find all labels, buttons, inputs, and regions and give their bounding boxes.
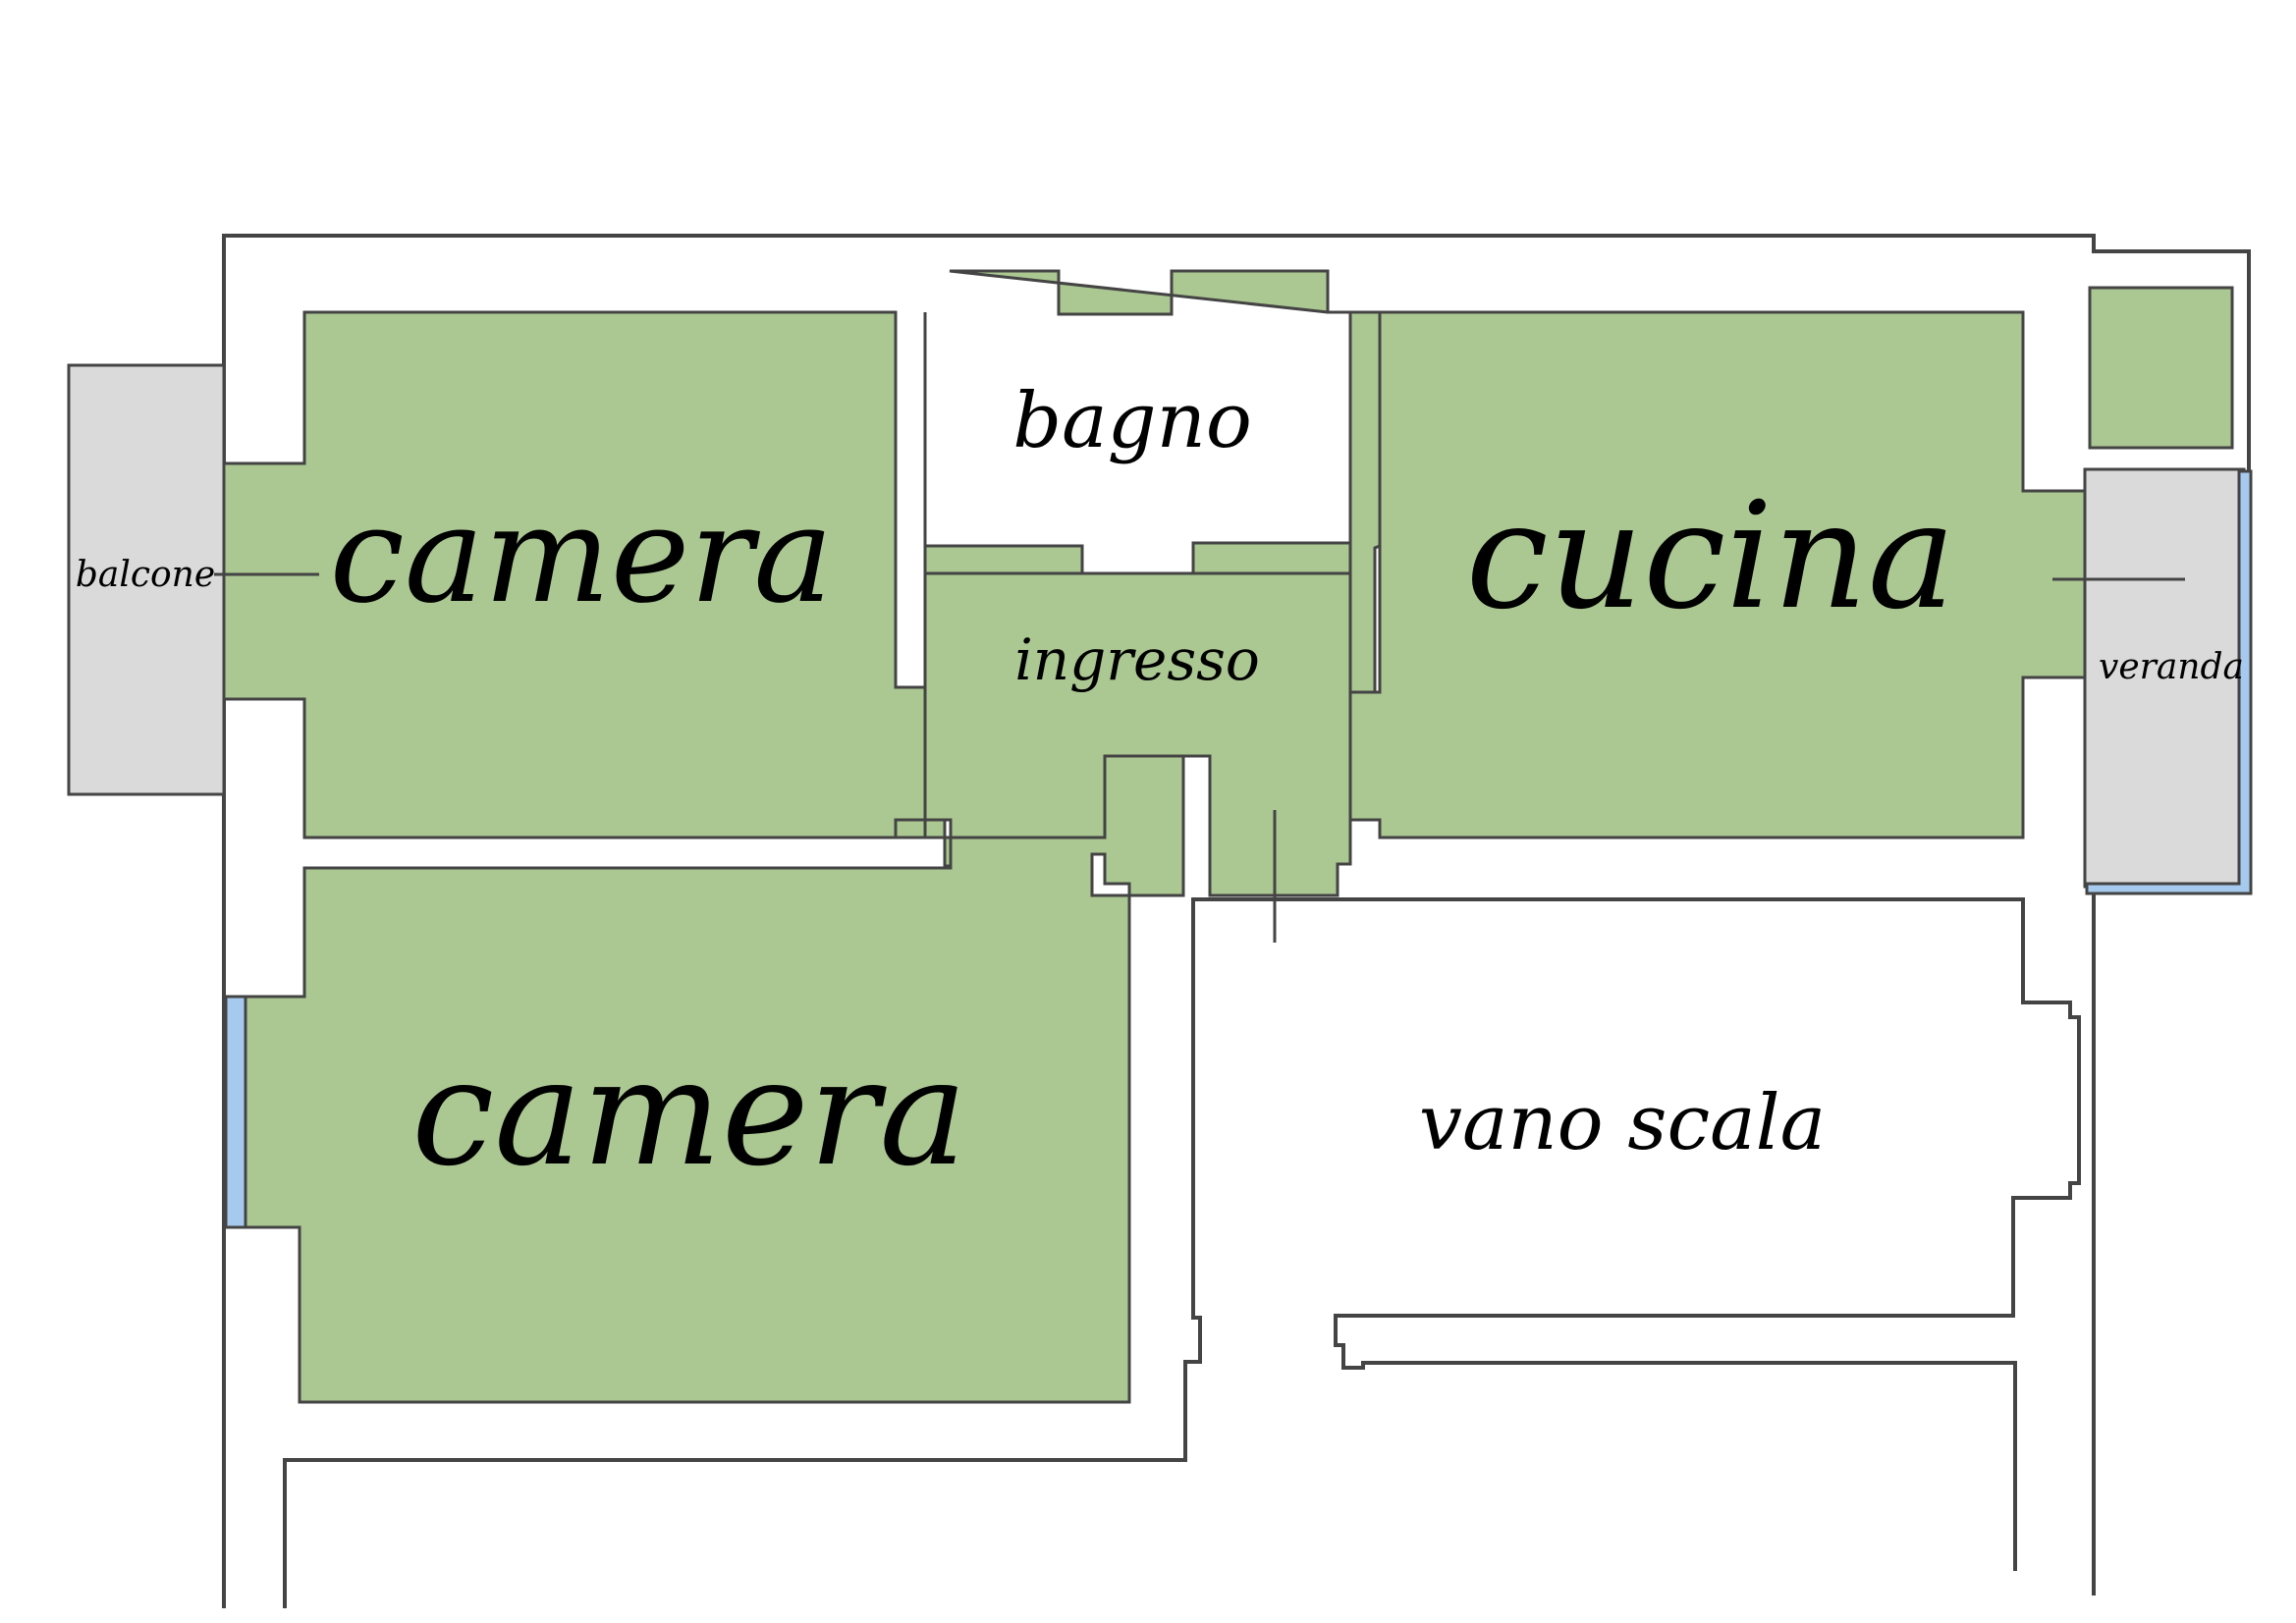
label-ingresso: ingresso: [1014, 626, 1260, 693]
room-closet-right: [2088, 286, 2234, 450]
wall-bagno-ingresso-right: [1191, 541, 1350, 575]
label-vano-scala: vano scala: [1419, 1079, 1826, 1167]
window-left: [224, 995, 247, 1229]
wall-bagno-ingresso-left: [925, 544, 1084, 575]
wall-camera-camera: [304, 818, 953, 870]
label-veranda: veranda: [2099, 647, 2244, 687]
interior-walls: [214, 312, 2185, 943]
wall-bagno-cucina: [1348, 312, 1382, 694]
room-labels: camera camera bagno ingresso cucina vano…: [76, 377, 2244, 1199]
exterior-spaces: [67, 363, 2253, 895]
label-camera-top: camera: [330, 478, 834, 633]
balcone-area: [67, 363, 226, 796]
label-camera-bottom: camera: [411, 1028, 967, 1199]
label-bagno: bagno: [1012, 377, 1252, 465]
label-cucina: cucina: [1466, 471, 1956, 642]
rooms: [222, 269, 2234, 1404]
wall-camera-bagno: [894, 312, 927, 689]
veranda-window: [2085, 469, 2253, 895]
corridor-wall: [283, 897, 2081, 1608]
label-balcone: balcone: [76, 555, 215, 595]
